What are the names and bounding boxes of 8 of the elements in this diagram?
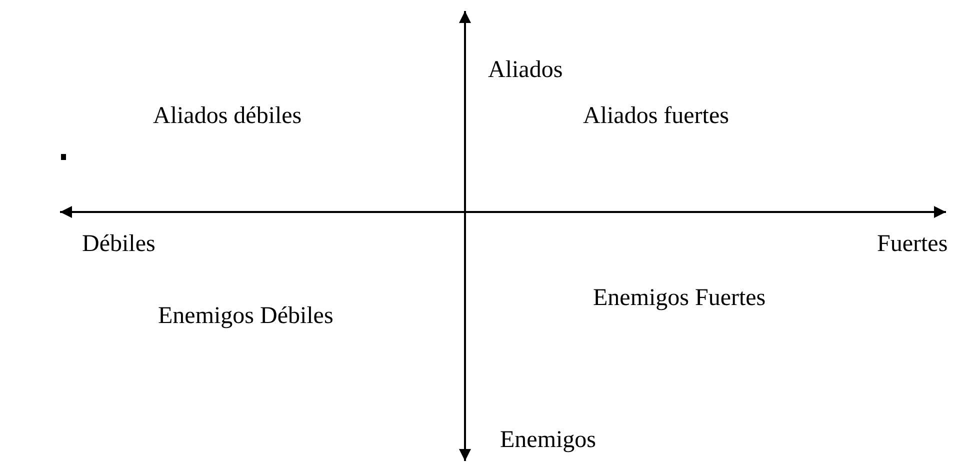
- quadrant-label: Enemigos Fuertes: [593, 284, 766, 312]
- axis-label: Aliados: [488, 56, 563, 84]
- quadrant-label: Aliados débiles: [153, 102, 302, 130]
- axis-label: Débiles: [82, 230, 156, 258]
- axis-label: Enemigos: [500, 426, 596, 454]
- quadrant-label: Enemigos Débiles: [158, 302, 334, 330]
- quadrant-label: Aliados fuertes: [583, 102, 729, 130]
- axis-label: Fuertes: [877, 230, 948, 258]
